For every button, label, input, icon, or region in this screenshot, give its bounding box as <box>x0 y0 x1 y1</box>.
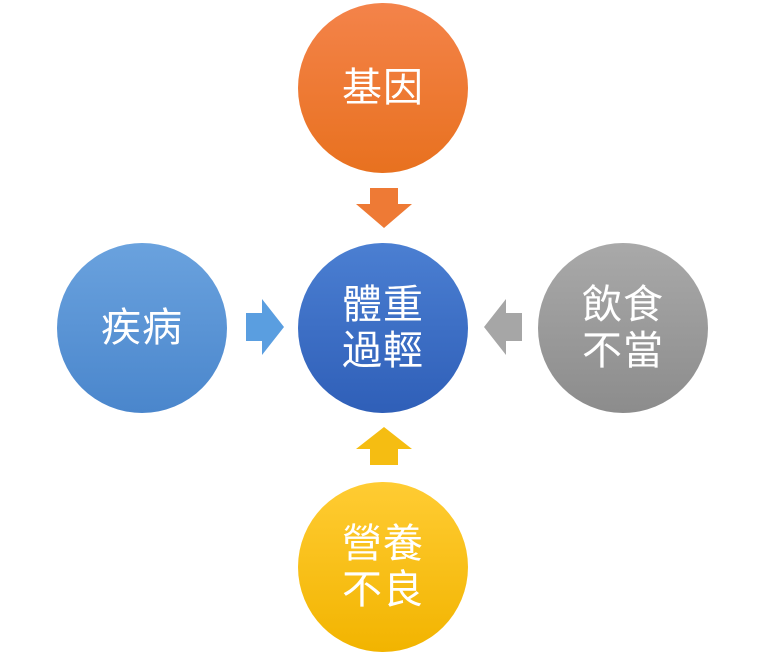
arrow-left-icon <box>484 299 522 355</box>
cause-node-label: 疾病 <box>101 305 183 351</box>
cause-node-improper-diet: 飲食 不當 <box>538 243 708 413</box>
cause-node-malnutrition: 營養 不良 <box>298 482 468 652</box>
cause-node-label: 營養 不良 <box>342 521 424 613</box>
cause-node-disease: 疾病 <box>57 243 227 413</box>
center-node-label: 體重 過輕 <box>342 282 424 374</box>
arrow-up-icon <box>356 427 412 465</box>
arrow-down-icon <box>356 188 412 228</box>
cause-node-label: 飲食 不當 <box>582 282 664 374</box>
cause-node-label: 基因 <box>342 65 424 111</box>
arrow-right-icon <box>246 299 284 355</box>
center-node-underweight: 體重 過輕 <box>298 243 468 413</box>
cause-node-genetics: 基因 <box>298 3 468 173</box>
